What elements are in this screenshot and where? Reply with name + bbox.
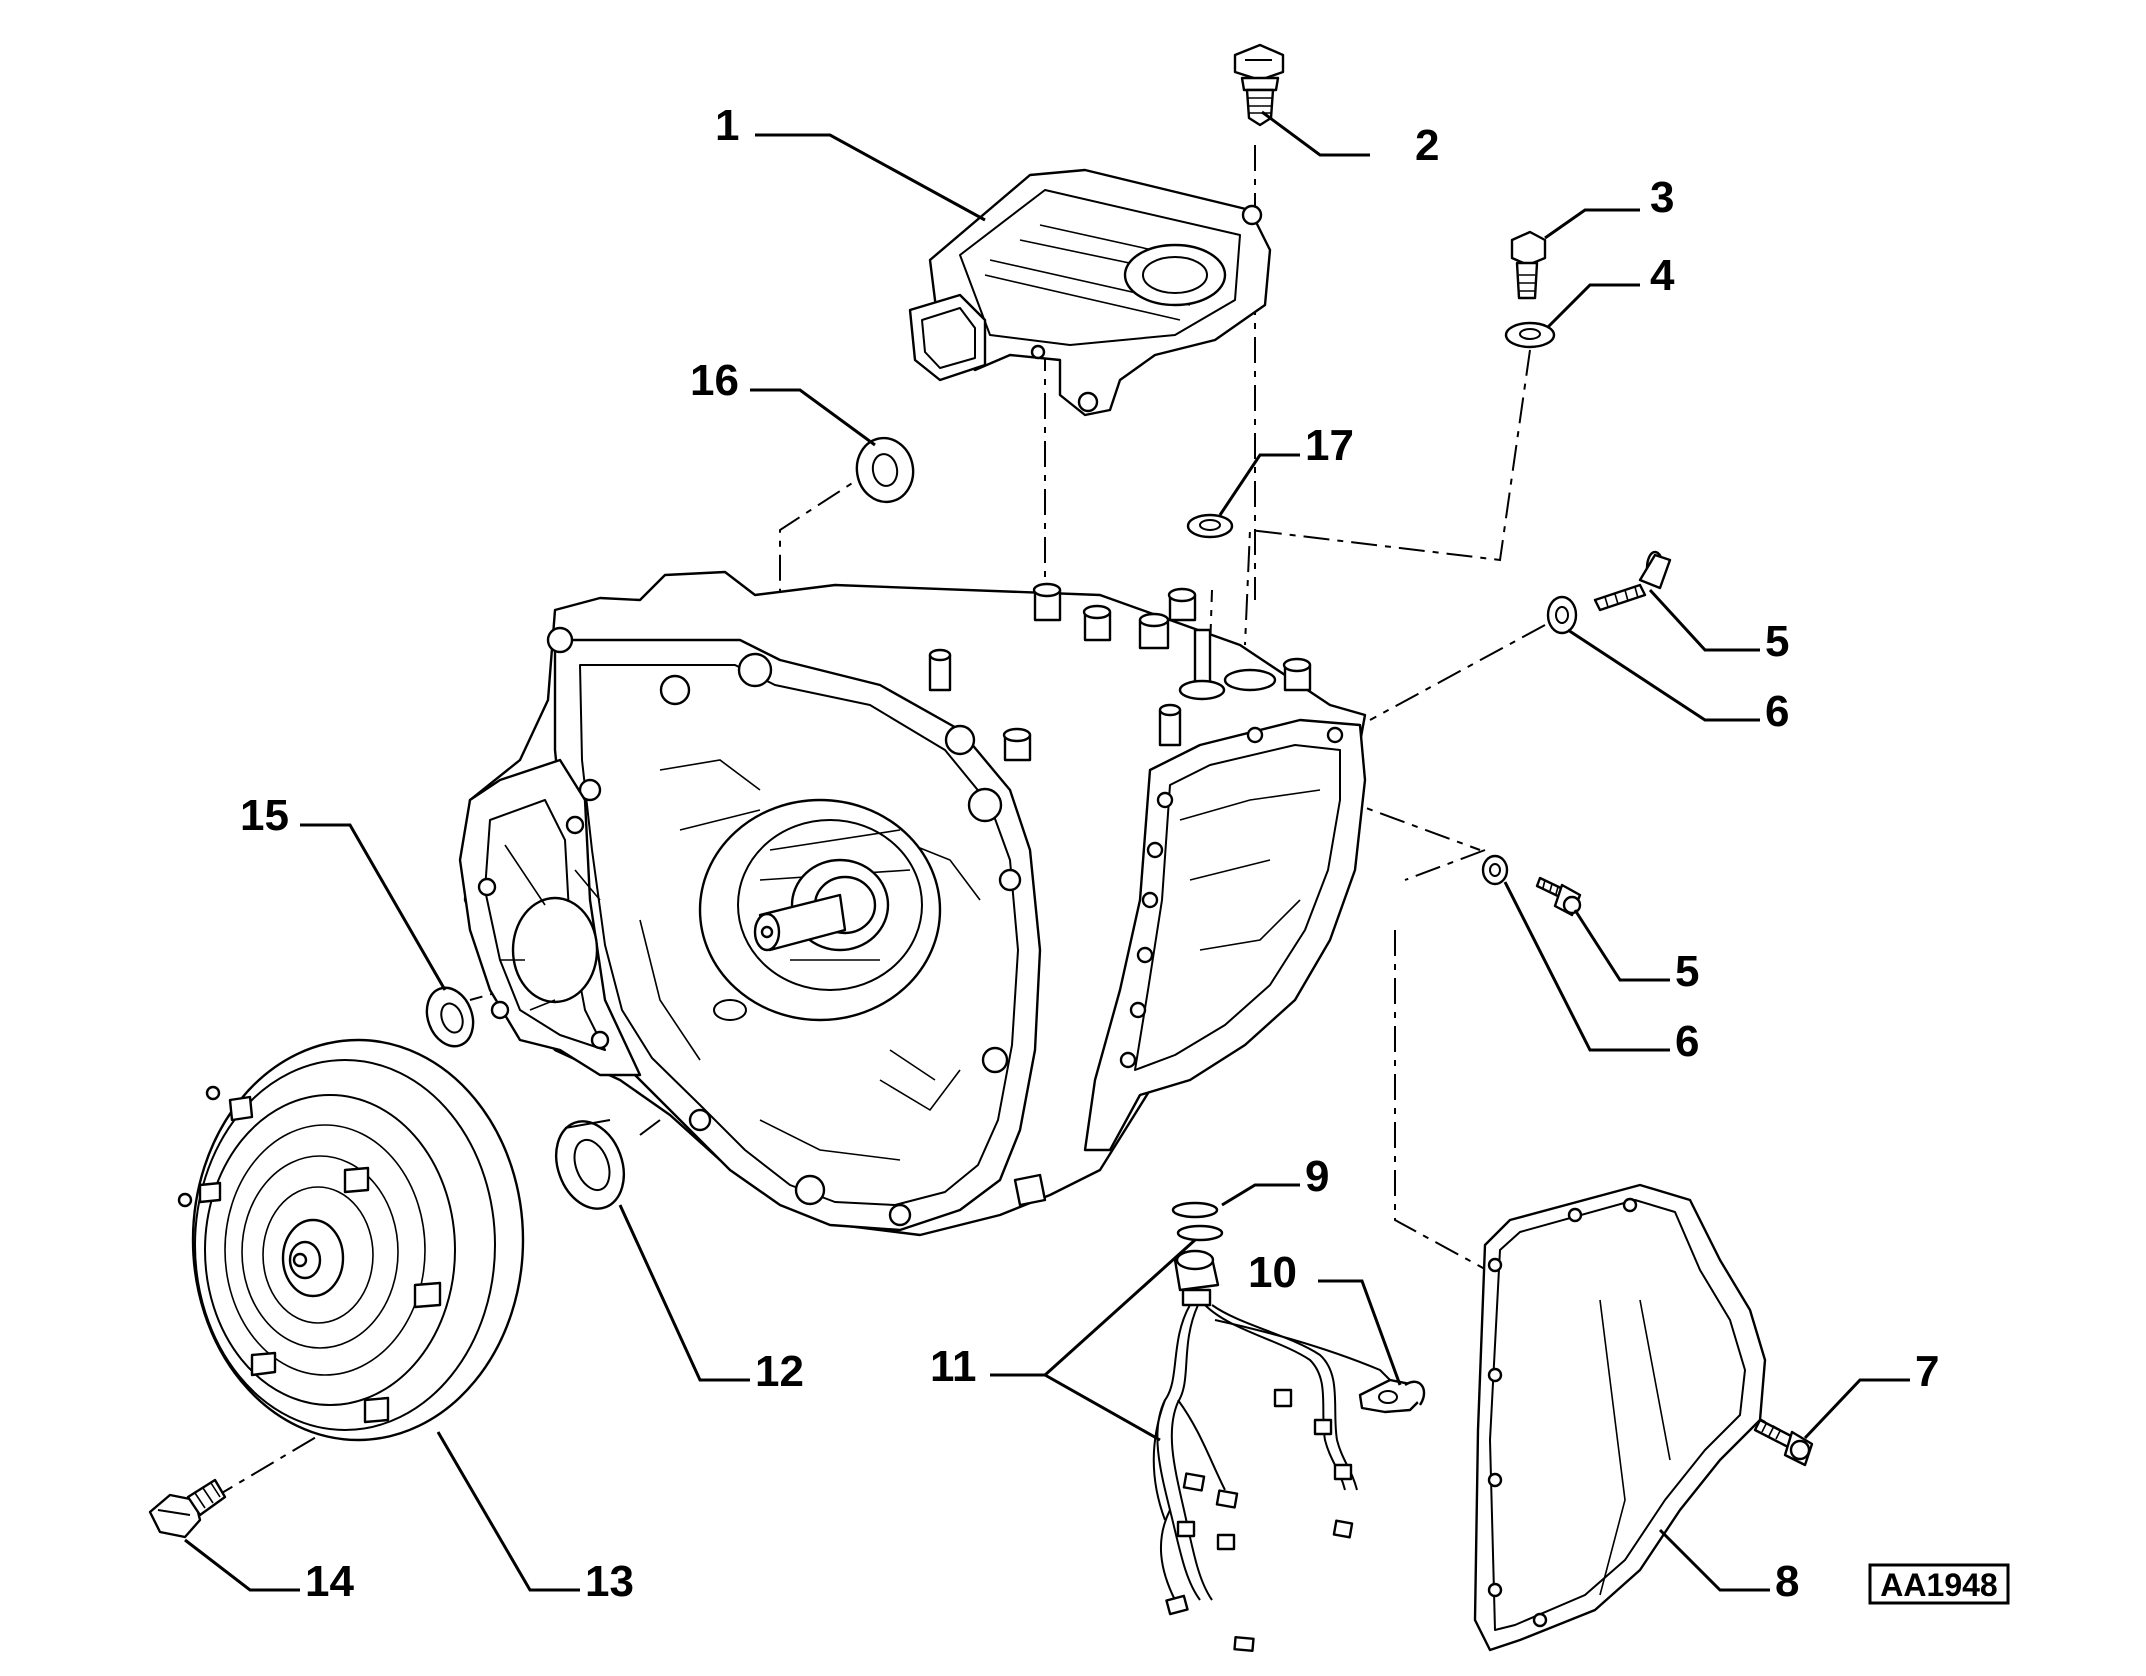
- bolt-7: [1753, 1418, 1814, 1467]
- seal-16: [855, 436, 915, 504]
- top-bosses: [928, 582, 1312, 762]
- callout-15: 15: [240, 791, 289, 840]
- input-shaft: [698, 798, 942, 1022]
- callout-2: 2: [1415, 121, 1439, 170]
- callout-17: 17: [1305, 421, 1354, 470]
- callout-numbers: 1 2 3 4 5 6 5 6 7 8 9 10 11 12 13 14 15 …: [240, 101, 1939, 1606]
- flange-bolt-holes: [546, 626, 1022, 1227]
- callout-12: 12: [755, 1347, 804, 1396]
- leader-lines: [184, 110, 1910, 1592]
- washer-17: [1186, 513, 1234, 539]
- callout-11: 11: [930, 1342, 977, 1391]
- washer-4: [1504, 321, 1556, 349]
- side-case: [458, 758, 642, 1077]
- callout-7: 7: [1915, 1347, 1939, 1396]
- bolt-5-upper: [1593, 550, 1672, 612]
- seal-15: [425, 986, 475, 1048]
- callout-3: 3: [1650, 173, 1674, 222]
- callout-9: 9: [1305, 1152, 1329, 1201]
- callout-6-lower: 6: [1675, 1017, 1699, 1066]
- wiring-harness: [1152, 1249, 1396, 1652]
- callout-6-upper: 6: [1765, 687, 1789, 736]
- bolt-14: [148, 1478, 227, 1539]
- callout-5-upper: 5: [1765, 617, 1789, 666]
- o-rings: [1171, 1201, 1224, 1242]
- reference-code-box: AA1948: [1868, 1563, 2010, 1605]
- callout-16: 16: [690, 356, 739, 405]
- clip: [1358, 1378, 1426, 1414]
- seal-12: [555, 1119, 625, 1210]
- reference-code: AA1948: [1880, 1567, 1997, 1603]
- callout-14: 14: [305, 1557, 354, 1606]
- control-unit: [908, 168, 1272, 417]
- rear-cover: [1013, 718, 1367, 1207]
- oil-pan: [1473, 1183, 1767, 1652]
- washer-6-lower: [1481, 854, 1509, 886]
- callout-13: 13: [585, 1557, 634, 1606]
- transmission-housing: [458, 570, 1367, 1237]
- bolt-2: [1233, 43, 1285, 127]
- washer-6-upper: [1546, 595, 1578, 635]
- torque-converter: [177, 1038, 525, 1442]
- callout-4: 4: [1650, 251, 1675, 300]
- callout-10: 10: [1248, 1248, 1297, 1297]
- bolt-3: [1510, 230, 1547, 300]
- callout-8: 8: [1775, 1557, 1799, 1606]
- bolt-5-lower: [1535, 876, 1582, 917]
- callout-5-lower: 5: [1675, 947, 1699, 996]
- converter-studs: [177, 1085, 442, 1424]
- callout-1: 1: [715, 101, 739, 150]
